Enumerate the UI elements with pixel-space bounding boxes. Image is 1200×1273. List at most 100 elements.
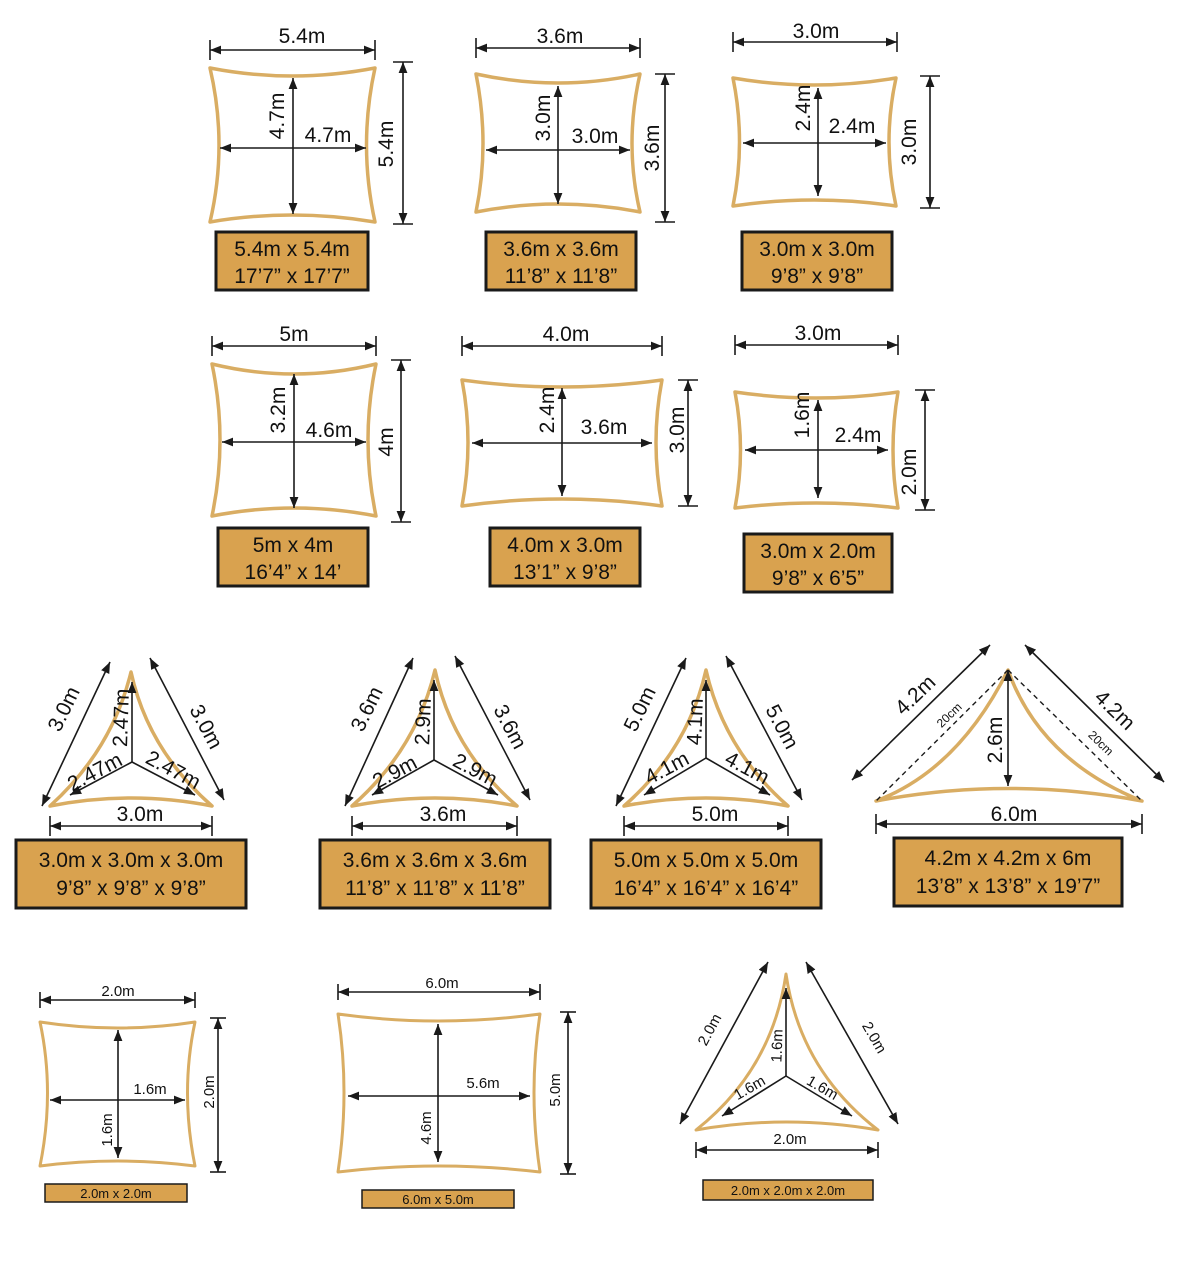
- rect-sail-3x2m: 3.0m 2.0m 1.6m 2.4m 3.0m x 2.0m 9’8” x 6…: [733, 322, 935, 594]
- right-label: 4.2m: [1090, 686, 1140, 735]
- size-metric: 4.2m x 4.2m x 6m: [925, 847, 1092, 870]
- size-label-box: [361, 1189, 515, 1209]
- size-label-box: [740, 230, 894, 292]
- height-label: 4m: [375, 427, 398, 456]
- size-imperial: 11’8” x 11’8” x 11’8”: [345, 877, 525, 900]
- width-label: 3.0m: [793, 20, 840, 43]
- width-label: 3.6m: [537, 25, 584, 48]
- right-dimension-line: [805, 961, 899, 1125]
- rect-sail-5x4m: 5m 4m 3.2m 4.6m 5m x 4m 16’4” x 14’: [210, 323, 411, 588]
- right-label: 5.0m: [761, 701, 803, 753]
- rect-sail-6x5m: 6.0m 5.0m 4.6m 5.6m 6.0m x 5.0m: [336, 975, 576, 1209]
- size-label-box: [484, 230, 638, 292]
- width-label: 5m: [279, 323, 308, 346]
- inner-line-right: [785, 1075, 853, 1117]
- size-metric: 6.0m x 5.0m: [402, 1192, 474, 1207]
- height-label: 3.0m: [898, 119, 921, 166]
- triangle-sail-3-0m: 3.0m 3.0m 3.0m 2.47m 2.47m 2.47m 3.0m x …: [14, 657, 248, 910]
- sail-outline: [336, 1012, 542, 1174]
- inner-vertical-label: 2.4m: [792, 85, 815, 132]
- height-label: 3.6m: [641, 125, 664, 172]
- inner-line-left: [371, 759, 435, 796]
- inner-vertical-label: 2.4m: [536, 387, 559, 434]
- left-dimension-line: [344, 657, 414, 807]
- inner-horizontal-label: 3.6m: [581, 416, 628, 439]
- size-imperial: 17’7” x 17’7”: [234, 265, 350, 288]
- triangle-sail-3-6m: 3.6m 3.6m 3.6m 2.9m 2.9m 2.9m 3.6m x 3.6…: [318, 655, 552, 910]
- size-metric: 2.0m x 2.0m: [80, 1186, 152, 1201]
- inner-vertical-label: 1.6m: [791, 392, 814, 439]
- size-imperial: 9’8” x 6’5”: [772, 567, 864, 590]
- size-imperial: 13’1” x 9’8”: [513, 561, 617, 584]
- size-metric: 3.0m x 3.0m: [759, 238, 875, 261]
- height-label: 5.0m: [547, 1073, 564, 1106]
- triangle-sail-4-2x4-2x6m: 4.2m 4.2m 20cm 20cm 2.6m 6.0m 4.2m x 4.2…: [851, 644, 1165, 908]
- left-dimension-line: [851, 644, 991, 781]
- left-dimension-line: [679, 961, 769, 1125]
- inner-top-label: 1.6m: [768, 1029, 786, 1063]
- square-sail-2-0m: 2.0m 2.0m 1.6m 1.6m 2.0m x 2.0m: [38, 983, 226, 1203]
- height-label: 3.0m: [666, 407, 689, 454]
- inner-horizontal-label: 4.6m: [306, 419, 353, 442]
- inner-horizontal-label: 1.6m: [133, 1081, 166, 1098]
- size-label-box: [589, 838, 823, 910]
- inner-top-label: 2.47m: [109, 688, 134, 747]
- size-imperial: 9’8” x 9’8”: [771, 265, 863, 288]
- size-metric: 5.4m x 5.4m: [234, 238, 350, 261]
- width-label: 6.0m: [425, 975, 458, 992]
- bottom-label: 6.0m: [991, 803, 1038, 826]
- size-metric: 2.0m x 2.0m x 2.0m: [731, 1183, 845, 1198]
- inner-vertical-label: 3.2m: [267, 387, 290, 434]
- size-label-box: [216, 526, 370, 588]
- size-label-box: [214, 230, 370, 292]
- inner-horizontal-label: 4.7m: [305, 124, 352, 147]
- height-label: 2.6m: [984, 717, 1007, 764]
- inner-line-left: [643, 757, 707, 796]
- size-label-box: [702, 1179, 874, 1201]
- inner-horizontal-label: 2.4m: [835, 424, 882, 447]
- width-label: 5.4m: [279, 25, 326, 48]
- left-label: 4.2m: [891, 671, 941, 720]
- inner-vertical-label: 4.7m: [266, 93, 289, 140]
- rect-sail-4x3m: 4.0m 3.0m 2.4m 3.6m 4.0m x 3.0m 13’1” x …: [460, 323, 698, 588]
- size-imperial: 11’8” x 11’8”: [505, 265, 617, 288]
- inner-horizontal-label: 2.4m: [829, 115, 876, 138]
- height-label: 2.0m: [201, 1075, 218, 1108]
- right-dimension-line: [725, 655, 803, 801]
- inner-horizontal-label: 5.6m: [466, 1075, 499, 1092]
- size-label-box: [14, 838, 248, 910]
- width-label: 2.0m: [101, 983, 134, 1000]
- bottom-label: 3.0m: [117, 803, 164, 826]
- bottom-label: 5.0m: [692, 803, 739, 826]
- bottom-label: 2.0m: [773, 1131, 806, 1148]
- size-imperial: 13’8” x 13’8” x 19’7”: [916, 875, 1100, 898]
- inner-line-right: [433, 759, 499, 796]
- left-dimension-line: [41, 661, 111, 807]
- inner-line-right: [131, 761, 196, 796]
- bottom-label: 3.6m: [420, 803, 467, 826]
- inner-line-left: [69, 761, 133, 796]
- square-sail-3-0m: 3.0m 3.0m 2.4m 2.4m 3.0m x 3.0m 9’8” x 9…: [731, 20, 940, 292]
- size-label-box: [742, 532, 894, 594]
- left-dimension-line: [615, 657, 687, 807]
- size-label-box: [318, 838, 552, 910]
- square-sail-3-6m: 3.6m 3.6m 3.0m 3.0m 3.6m x 3.6m 11’8” x …: [474, 25, 675, 292]
- right-label: 2.0m: [858, 1019, 889, 1056]
- size-imperial: 16’4” x 16’4” x 16’4”: [614, 877, 798, 900]
- square-sail-5-4m: 5.4m 5.4m 4.7m 4.7m 5.4m x 5.4m 17’7” x …: [208, 25, 413, 292]
- size-metric: 3.0m x 3.0m x 3.0m: [39, 849, 223, 872]
- right-dimension-line: [1024, 644, 1165, 783]
- inner-line-left: [721, 1075, 787, 1117]
- left-label: 5.0m: [620, 683, 661, 735]
- inner-vertical-label: 3.0m: [532, 95, 555, 142]
- right-dimension-line: [149, 657, 225, 801]
- size-label-box: [488, 526, 642, 588]
- inner-horizontal-label: 3.0m: [572, 125, 619, 148]
- height-label: 2.0m: [898, 449, 921, 496]
- inner-top-label: 4.1m: [683, 698, 708, 745]
- left-label: 2.0m: [695, 1011, 726, 1048]
- size-metric: 4.0m x 3.0m: [507, 534, 623, 557]
- size-metric: 3.0m x 2.0m: [760, 540, 876, 563]
- size-label-box: [892, 836, 1124, 908]
